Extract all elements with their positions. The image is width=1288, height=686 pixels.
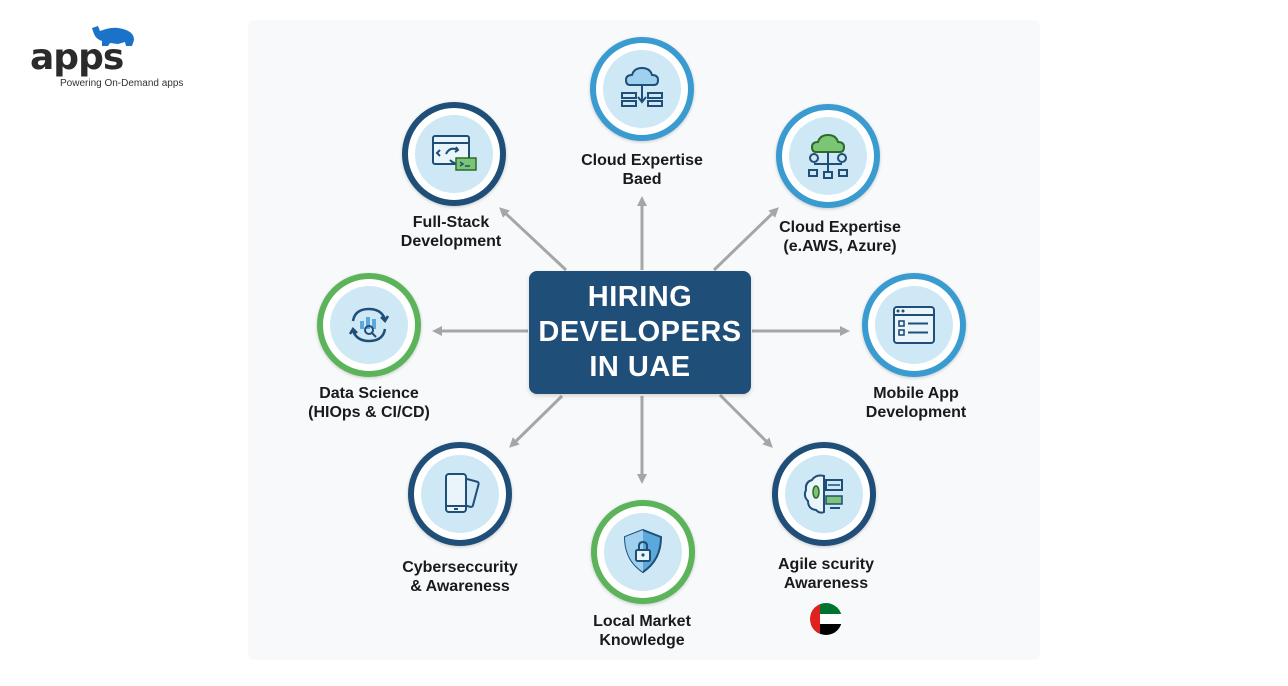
cloud-network-icon <box>808 133 848 179</box>
brain-circuit-icon <box>803 474 843 514</box>
uae-flag-icon <box>810 603 842 635</box>
node-cloud-expertise-top <box>590 37 694 141</box>
mobile-devices-icon <box>445 473 480 513</box>
brand-name: apps <box>30 37 124 78</box>
node-cloud-expertise-aws <box>776 104 880 208</box>
brand-logo[interactable]: apps <box>30 24 230 94</box>
data-cycle-icon <box>348 307 390 343</box>
center-title-line-1: HIRING <box>587 281 693 313</box>
node-mobile-app-development <box>862 273 966 377</box>
label-local-market-knowledge: Local Market Knowledge <box>593 613 691 649</box>
label-cloud-expertise-aws: Cloud Expertise (e.AWS, Azure) <box>779 219 901 255</box>
rhino-logo-icon <box>92 26 134 46</box>
label-cybersecurity: Cybersecсurity & Awareness <box>402 559 518 595</box>
node-agile-security <box>772 442 876 546</box>
node-local-market-knowledge <box>591 500 695 604</box>
code-window-icon <box>432 135 477 171</box>
node-full-stack-development <box>402 102 506 206</box>
center-title-box: HIRING DEVELOPERS IN UAE <box>529 271 751 394</box>
node-cybersecurity <box>408 442 512 546</box>
browser-checklist-icon <box>893 306 935 344</box>
node-data-science <box>317 273 421 377</box>
label-data-science: Data Science (HIOps & CI/CD) <box>308 385 430 421</box>
brand-tagline: Powering On-Demand apps <box>60 78 184 89</box>
arrow-top-right <box>712 207 779 272</box>
label-agile-security: Agile scurity Awareness <box>777 556 875 592</box>
shield-lock-icon <box>623 528 663 574</box>
label-full-stack-development: Full-Stack Development <box>400 214 502 250</box>
cloud-server-icon <box>621 66 663 107</box>
arrow-bottom-right <box>718 393 773 448</box>
label-mobile-app-development: Mobile App Development <box>865 385 967 421</box>
label-cloud-expertise-top: Cloud Expertise Baed <box>581 152 703 188</box>
center-title-line-2: DEVELOPERS <box>538 316 742 348</box>
arrow-bottom-left <box>509 394 564 448</box>
center-title-line-3: IN UAE <box>589 351 691 383</box>
arrow-top-left <box>499 207 568 272</box>
